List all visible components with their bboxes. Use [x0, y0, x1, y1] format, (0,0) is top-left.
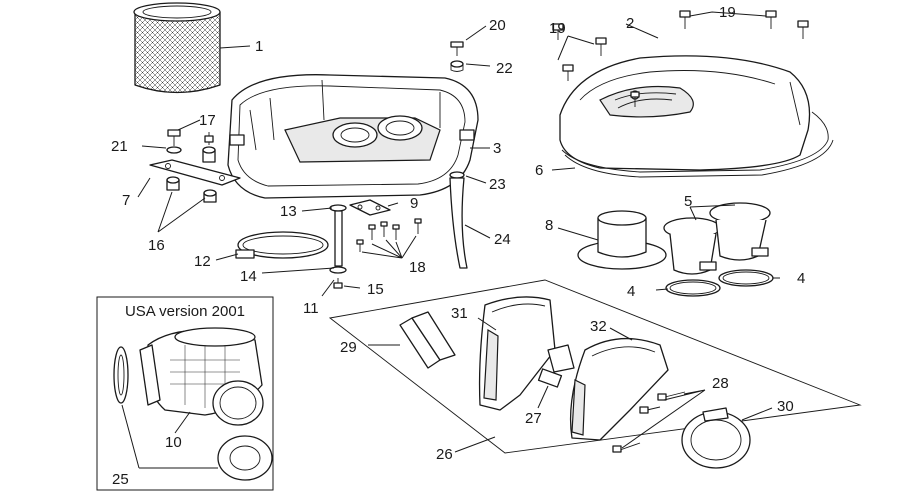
intake-duct-5b [709, 202, 771, 261]
screws-19 [552, 10, 809, 107]
callout-4a: 4 [627, 283, 635, 300]
screw-17 [166, 129, 182, 154]
airbox-lower-housing [227, 74, 479, 199]
callout-labels: 1 2 3 4 4 5 6 7 8 9 10 11 12 13 14 15 16… [111, 4, 805, 488]
callout-21: 21 [111, 138, 128, 155]
screws-18 [356, 218, 422, 252]
callout-19b: 19 [719, 4, 736, 21]
callout-27: 27 [525, 410, 542, 427]
leader-lines [121, 11, 780, 469]
callout-18: 18 [409, 259, 426, 276]
duct-half-31 [478, 296, 556, 411]
intake-adapter-10 [139, 327, 264, 426]
intake-funnel-8 [577, 210, 667, 270]
hose-clamp-12 [235, 231, 329, 259]
callout-12: 12 [194, 253, 211, 270]
callout-8: 8 [545, 217, 553, 234]
callout-13: 13 [280, 203, 297, 220]
duct-half-32 [569, 337, 669, 441]
callout-2: 2 [626, 15, 634, 32]
callout-29: 29 [340, 339, 357, 356]
airbox-cover [559, 55, 811, 171]
callout-16: 16 [148, 237, 165, 254]
drain-hose-24 [449, 171, 468, 269]
callout-15: 15 [367, 281, 384, 298]
callout-20: 20 [489, 17, 506, 34]
mesh-element-29 [399, 311, 456, 369]
ring-adapter-30 [681, 407, 751, 469]
callout-7: 7 [122, 192, 130, 209]
callout-3: 3 [493, 140, 501, 157]
screw-20 [450, 41, 464, 56]
callout-14: 14 [240, 268, 257, 285]
ring-25b [217, 435, 273, 481]
callout-17: 17 [199, 112, 216, 129]
callout-11: 11 [303, 300, 319, 317]
cover-gasket-6 [561, 111, 834, 178]
screw-15 [333, 278, 343, 289]
bush-22 [450, 60, 464, 72]
o-ring-4a [665, 279, 721, 297]
callout-25: 25 [112, 471, 129, 488]
rubber-mount-21 [202, 132, 216, 163]
callout-22: 22 [496, 60, 513, 77]
o-ring-4b [718, 269, 774, 287]
callout-26: 26 [436, 446, 453, 463]
callout-4b: 4 [797, 270, 805, 287]
inset-title: USA version 2001 [125, 303, 245, 320]
plate-9 [349, 199, 391, 216]
screws-28 [612, 391, 686, 453]
callout-28: 28 [712, 375, 729, 392]
callout-6: 6 [535, 162, 543, 179]
callout-30: 30 [777, 398, 794, 415]
intake-group-26 [328, 279, 862, 469]
callout-10: 10 [165, 434, 182, 451]
callout-5: 5 [684, 193, 692, 210]
sensor-27 [537, 344, 575, 388]
spacer-16 [166, 176, 217, 203]
callout-23: 23 [489, 176, 506, 193]
usa-version-inset: USA version 2001 [96, 296, 274, 491]
callout-31: 31 [451, 305, 468, 322]
callout-19a: 19 [549, 20, 566, 37]
callout-9: 9 [410, 195, 418, 212]
callout-1: 1 [255, 38, 263, 55]
callout-24: 24 [494, 231, 511, 248]
gasket-25a [113, 346, 129, 404]
air-filter-cartridge [133, 2, 221, 94]
drain-tube-14 [329, 204, 347, 274]
intake-duct-5a [663, 217, 721, 275]
bracket-plate-7 [149, 159, 241, 186]
callout-32: 32 [590, 318, 607, 335]
